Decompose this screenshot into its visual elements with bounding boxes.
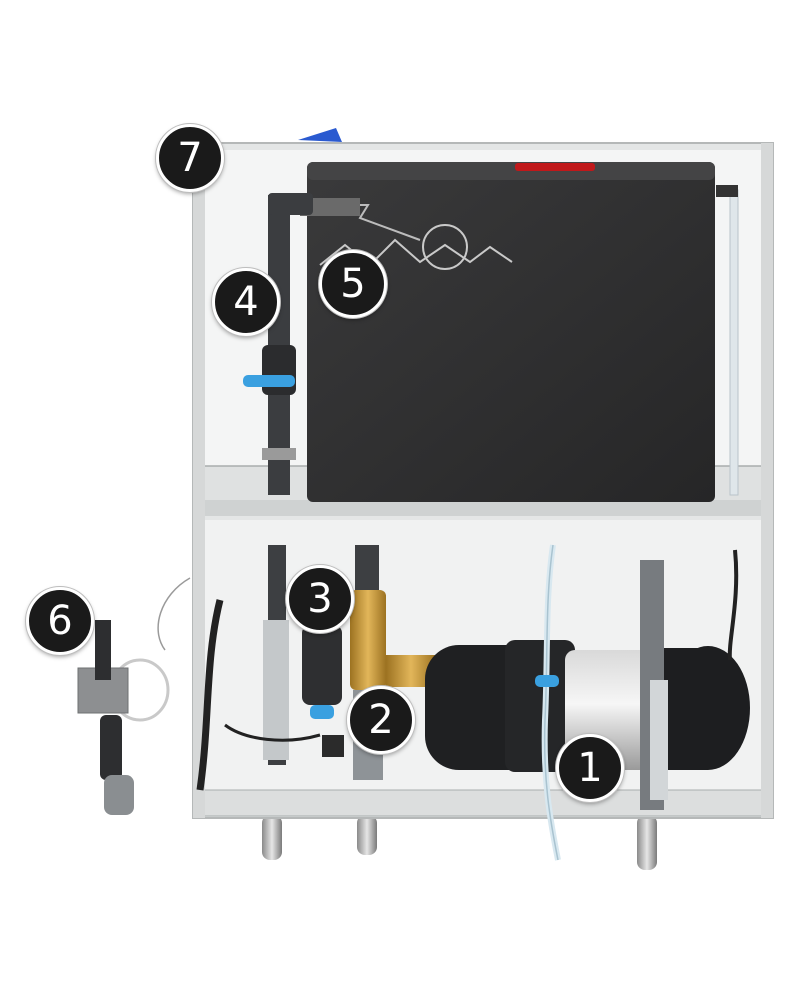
callout-4: 4 xyxy=(212,268,280,336)
cabinet-legs xyxy=(262,815,657,870)
overflow-tube xyxy=(716,185,739,496)
callout-3: 3 xyxy=(286,565,354,633)
callout-2: 2 xyxy=(347,686,415,754)
callout-6: 6 xyxy=(26,587,94,655)
lower-pipes xyxy=(196,545,321,791)
inlet-pipe xyxy=(243,193,313,495)
pressure-vessel xyxy=(425,640,575,772)
callout-7: 7 xyxy=(156,124,224,192)
power-cable xyxy=(727,549,739,661)
callout-1: 1 xyxy=(556,734,624,802)
callout-5: 5 xyxy=(319,250,387,318)
break-tank xyxy=(300,162,715,502)
blue-tab xyxy=(298,128,342,142)
clear-tubes xyxy=(535,544,561,861)
float-switch xyxy=(77,577,191,815)
